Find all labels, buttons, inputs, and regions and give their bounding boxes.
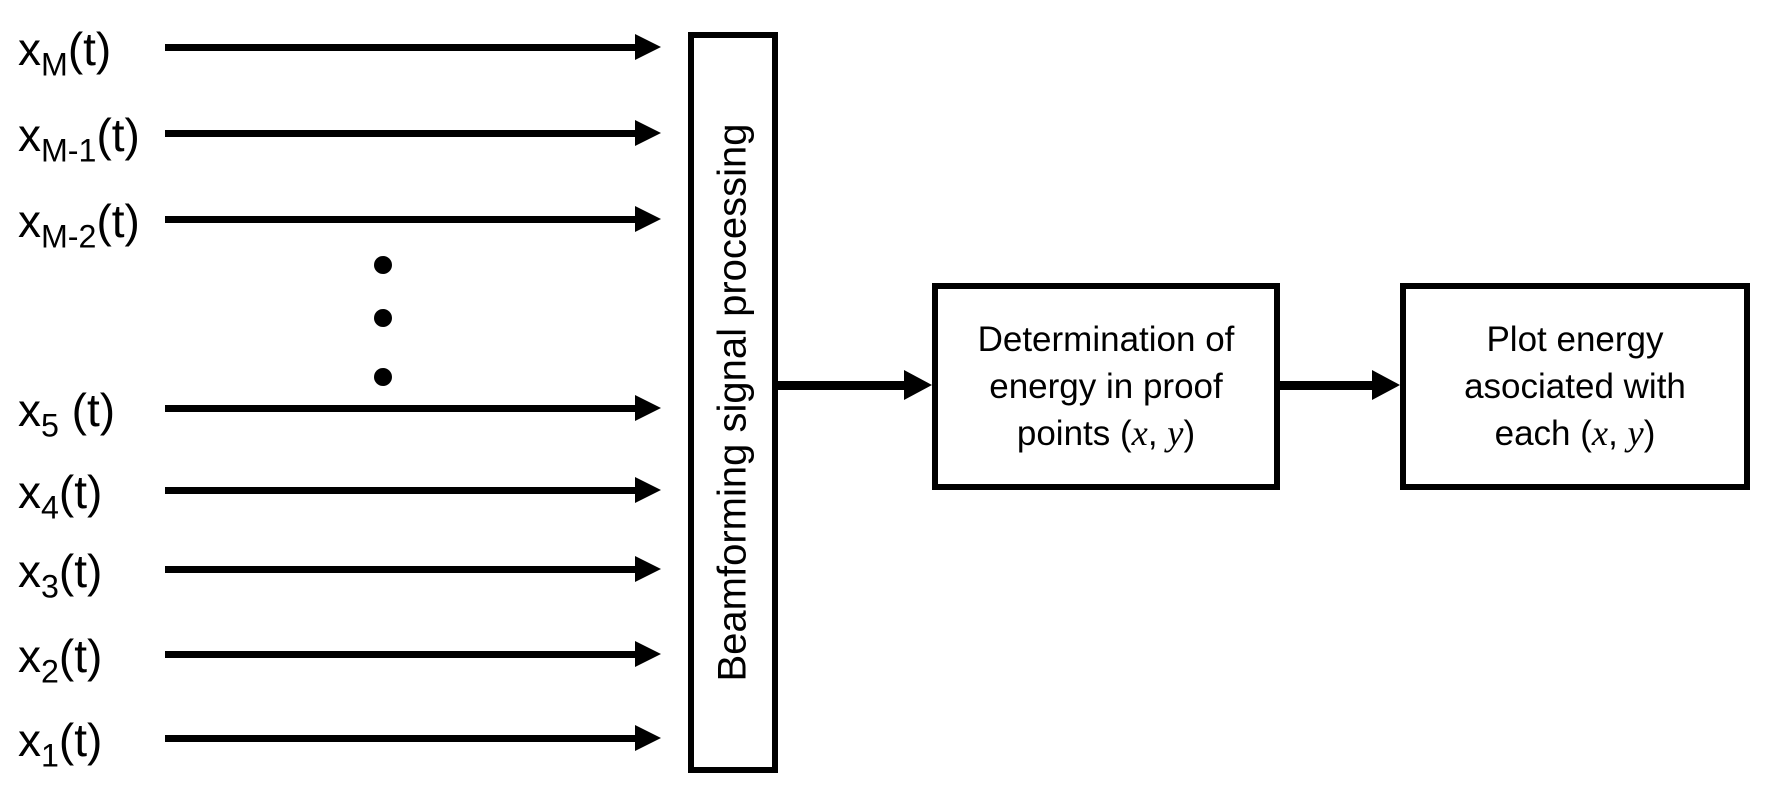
signal-label: x3(t) [18,545,103,605]
arrow-head [635,556,661,582]
arrow-line [165,565,635,573]
math-xy: (x, y) [1120,413,1196,453]
determination-line2: energy in proof [989,367,1223,406]
arrow-line [165,486,635,494]
beamforming-label: Beamforming signal processing [710,123,755,682]
arrow-head [635,34,661,60]
determination-line3: points [1016,414,1111,453]
arrow-head [635,120,661,146]
signal-label: xM-2(t) [18,195,140,255]
arrow-line [1280,380,1372,390]
arrow-line [165,129,635,137]
arrow-line [165,215,635,223]
determination-box: Determination of energy in proof points … [932,283,1280,490]
arrow-line [165,650,635,658]
arrow-line [165,43,635,51]
signal-label: xM(t) [18,23,112,83]
arrow-head [635,395,661,421]
arrow-line [778,380,904,390]
arrow-line [165,404,635,412]
signal-label: xM-1(t) [18,109,140,169]
ellipsis-dot [374,256,392,274]
ellipsis-dot [374,368,392,386]
plot-text: Plot energy asociated with each (x, y) [1464,316,1686,457]
plot-line2: asociated with [1464,367,1686,406]
ellipsis-dot [374,309,392,327]
signal-label: x5 (t) [18,384,116,444]
arrow-head [635,641,661,667]
arrow-head [635,477,661,503]
arrow-head [635,206,661,232]
arrow-head [1372,370,1400,400]
determination-line1: Determination of [977,320,1235,359]
arrow-head [635,725,661,751]
plot-line1: Plot energy [1486,320,1664,359]
signal-label: x4(t) [18,466,103,526]
arrow-line [165,734,635,742]
beamforming-box: Beamforming signal processing [688,32,778,773]
plot-box: Plot energy asociated with each (x, y) [1400,283,1750,490]
determination-text: Determination of energy in proof points … [978,316,1235,457]
plot-line3: each [1494,414,1571,453]
arrow-head [904,370,932,400]
signal-label: x1(t) [18,714,103,774]
math-xy: (x, y) [1580,413,1656,453]
signal-label: x2(t) [18,630,103,690]
